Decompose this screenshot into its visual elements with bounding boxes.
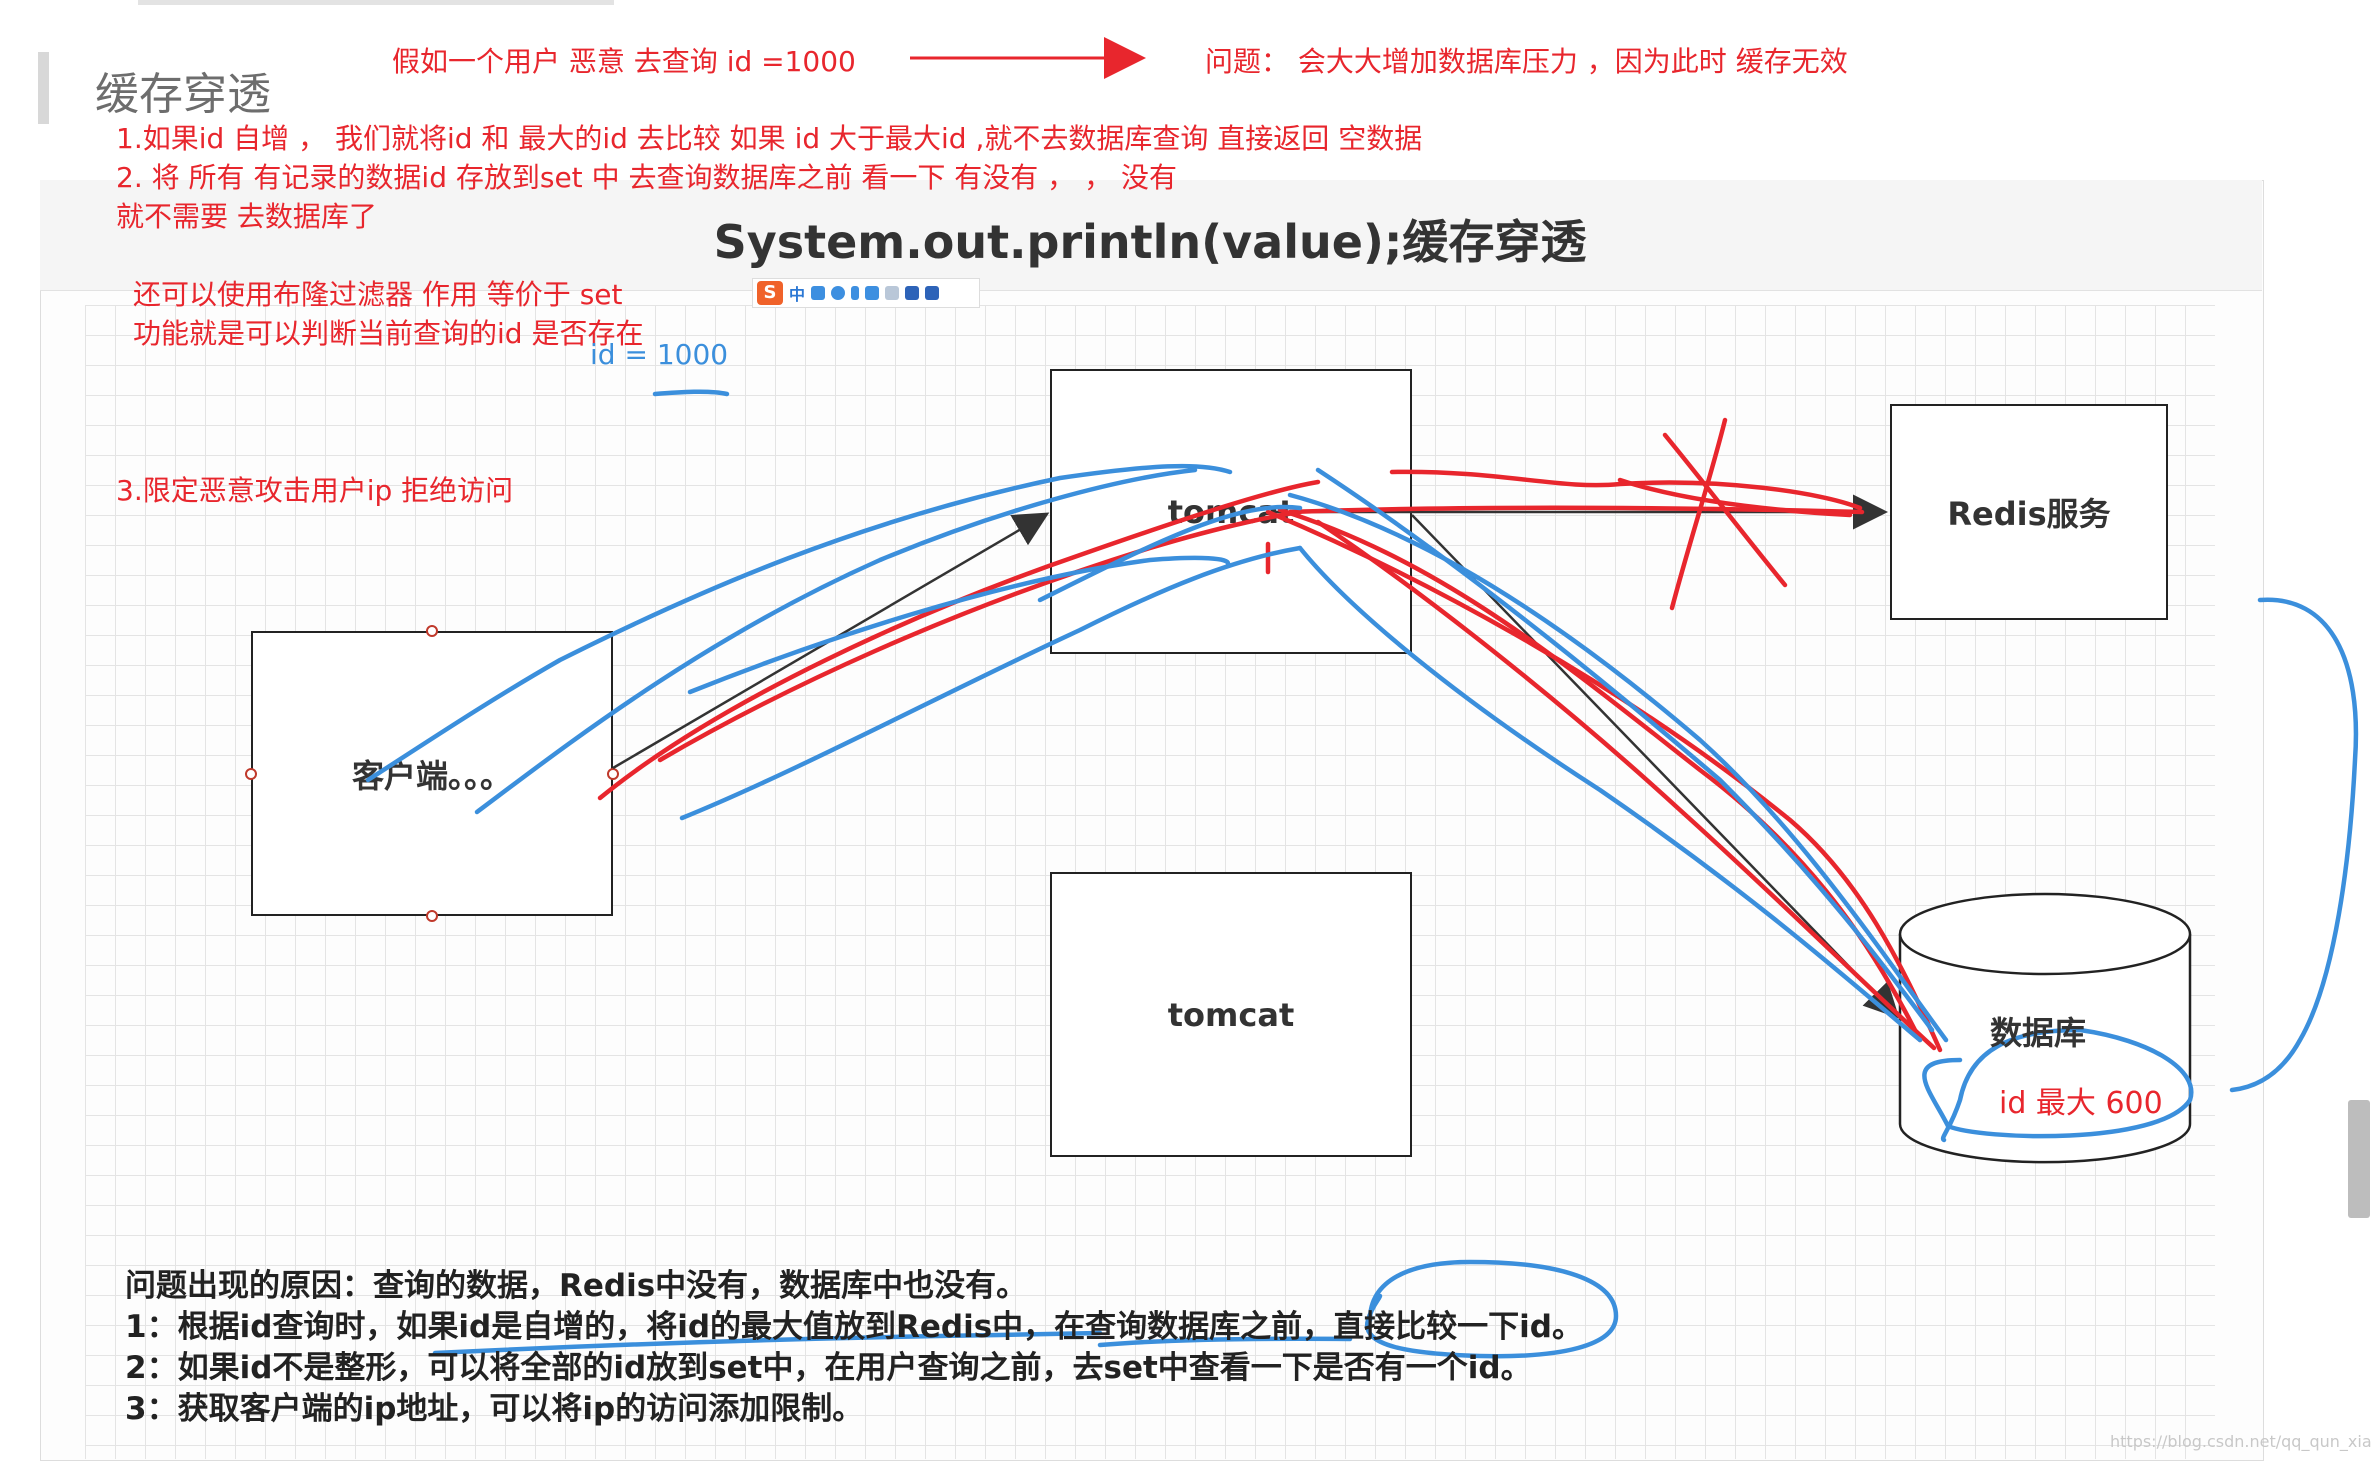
resize-handle-top[interactable] xyxy=(426,625,438,637)
solution-2-note-cont: 就不需要 去数据库了 xyxy=(116,200,377,233)
fix-line-1: 1：根据id查询时，如果id是自增的，将id的最大值放到Redis中，在查询数据… xyxy=(125,1309,1583,1345)
tomcat-bottom-label: tomcat xyxy=(1167,995,1295,1034)
request-id-note: id = 1000 xyxy=(590,338,729,371)
emoji-icon[interactable] xyxy=(831,286,846,300)
resize-handle-left[interactable] xyxy=(245,768,257,780)
solution-3-note: 3.限定恶意攻击用户ip 拒绝访问 xyxy=(116,474,514,507)
canvas-title: System.out.println(value);缓存穿透 xyxy=(713,215,1587,269)
watermark: https://blog.csdn.net/qq_qun_xiang xyxy=(2110,1432,2372,1451)
cause-explanation: 问题出现的原因：查询的数据，Redis中没有，数据库中也没有。 1：根据id查询… xyxy=(125,1266,1583,1430)
redis-node[interactable]: Redis服务 xyxy=(1890,404,2168,620)
bloom-filter-note-cont: 功能就是可以判断当前查询的id 是否存在 xyxy=(133,317,644,350)
user-icon[interactable] xyxy=(885,286,900,300)
redis-label: Redis服务 xyxy=(1947,495,2111,533)
db-max-id-note: id 最大 600 xyxy=(1999,1086,2163,1121)
edge-tomcat-database xyxy=(1411,514,1900,1019)
blue-annotation-strokes xyxy=(365,389,2359,1359)
cause-line: 问题出现的原因：查询的数据，Redis中没有，数据库中也没有。 xyxy=(125,1268,1028,1304)
solution-1-note: 1.如果id 自增 ， 我们就将id 和 最大的id 去比较 如果 id 大于最… xyxy=(116,122,1423,155)
heading-accent-bar xyxy=(38,52,49,124)
punctuation-icon[interactable] xyxy=(811,286,826,300)
database-node[interactable] xyxy=(1898,892,2192,1164)
skin-icon[interactable] xyxy=(905,286,920,300)
ime-mode-toggle[interactable]: 中 xyxy=(789,285,806,304)
ime-toolbar[interactable]: S 中 xyxy=(752,278,980,308)
section-title: 缓存穿透 xyxy=(95,69,271,120)
bloom-filter-note: 还可以使用布隆过滤器 作用 等价于 set xyxy=(133,278,623,311)
resize-handle-bottom[interactable] xyxy=(426,910,438,922)
resize-handle-right[interactable] xyxy=(607,768,619,780)
vertical-scrollbar[interactable] xyxy=(2348,1100,2370,1218)
ime-logo-icon[interactable]: S xyxy=(757,281,783,305)
fix-line-3: 3：获取客户端的ip地址，可以将ip的访问添加限制。 xyxy=(125,1391,864,1427)
red-annotation-strokes xyxy=(597,417,1943,1053)
fix-line-2: 2：如果id不是整形，可以将全部的id放到set中，在用户查询之前，去set中查… xyxy=(125,1350,1532,1386)
tomcat-bottom-node[interactable]: tomcat xyxy=(1050,872,1412,1157)
top-edge-bar xyxy=(138,0,614,5)
database-label: 数据库 xyxy=(1990,1014,2087,1052)
keyboard-icon[interactable] xyxy=(865,286,880,300)
solution-2-note: 2. 将 所有 有记录的数据id 存放到set 中 去查询数据库之前 看一下 有… xyxy=(116,161,1177,194)
client-node[interactable]: 客户端。。。 xyxy=(251,631,613,916)
scenario-note: 假如一个用户 恶意 去查询 id =1000 xyxy=(392,45,856,78)
canvas-header xyxy=(40,180,2262,291)
problem-note: 问题： 会大大增加数据库压力 ，因为此时 缓存无效 xyxy=(1205,45,1848,78)
microphone-icon[interactable] xyxy=(851,286,860,300)
grid-icon[interactable] xyxy=(925,286,940,300)
